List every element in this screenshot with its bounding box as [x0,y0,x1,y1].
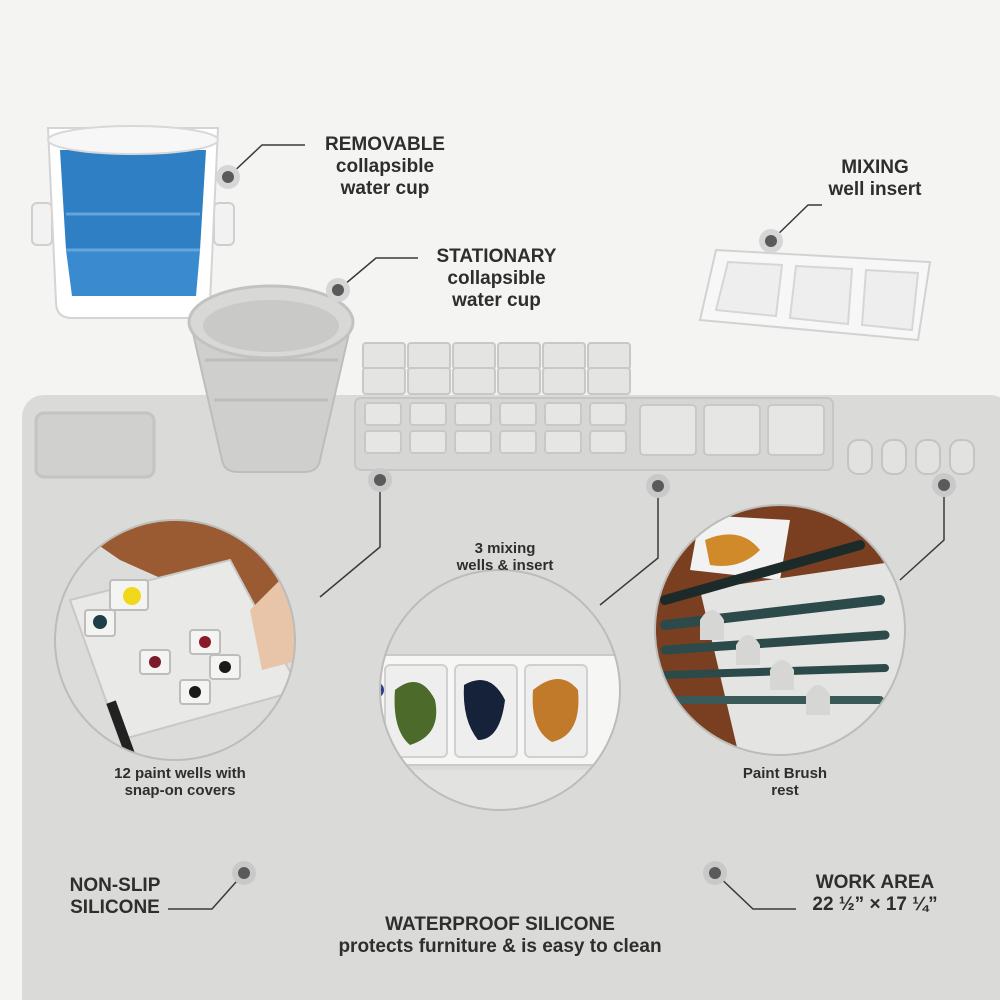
label-line: snap-on covers [124,782,236,800]
marker-non-slip [232,861,256,885]
label-line: 12 paint wells with [114,765,246,782]
label-line: wells & insert [456,557,554,575]
label-paint-wells: 12 paint wells with snap-on covers [80,765,280,800]
label-line: MIXING [841,157,909,178]
label-brush-rest: Paint Brush rest [705,765,865,800]
mixing-well-insert [698,248,932,342]
callout-markers [216,165,956,885]
marker-mixing-wells [646,474,670,498]
label-line: collapsible [447,267,546,289]
label-stationary-cup: STATIONARY collapsible water cup [414,246,579,312]
label-line: SILICONE [70,896,160,918]
snap-on-covers [362,342,631,395]
label-line: NON-SLIP [69,875,161,896]
stationary-water-cup [187,284,355,473]
removable-water-cup [31,125,235,319]
label-work-area: WORK AREA 22 ½” × 17 ¼” [795,872,955,916]
brush-rest-detail-circle [654,504,906,756]
label-line: 22 ½” × 17 ¼” [812,893,938,915]
callout-lines [168,144,945,910]
label-line: water cup [340,177,430,199]
label-waterproof: WATERPROOF SILICONE protects furniture &… [280,914,720,958]
label-line: WATERPROOF SILICONE [385,914,615,935]
marker-removable [216,165,240,189]
label-mixing-wells: 3 mixing wells & insert [420,540,590,575]
marker-work-area [703,861,727,885]
marker-stationary [326,278,350,302]
label-line: protects furniture & is easy to clean [338,935,662,957]
marker-paint-wells [368,468,392,492]
marker-brush-rest [932,473,956,497]
brush-rest-slots [847,439,975,475]
label-removable-cup: REMOVABLE collapsible water cup [300,134,470,200]
marker-mixing [759,229,783,253]
paint-wells-detail-circle [54,519,296,761]
label-line: water cup [452,289,541,311]
label-non-slip: NON-SLIP SILICONE [55,875,175,919]
label-mixing-insert: MIXING well insert [800,157,950,201]
label-line: well insert [828,178,922,200]
label-line: 3 mixing [474,540,536,557]
square-well [34,411,156,479]
label-line: STATIONARY [436,246,557,267]
label-line: rest [771,782,799,800]
label-line: collapsible [335,155,435,177]
label-line: WORK AREA [815,872,935,893]
label-line: Paint Brush [742,765,828,782]
paint-wells-tray [354,397,834,471]
label-line: REMOVABLE [325,134,445,155]
